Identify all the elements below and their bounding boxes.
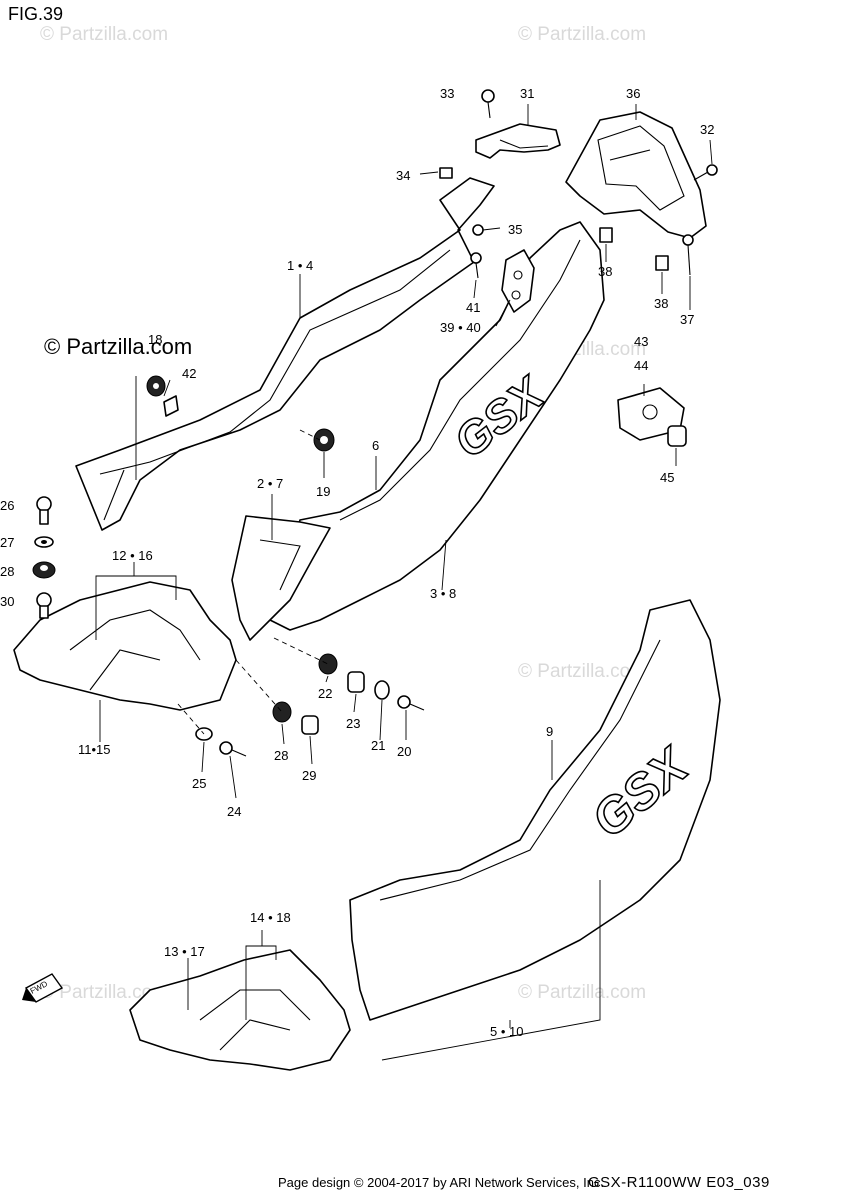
callout-28[interactable]: 28 <box>0 564 14 579</box>
callout-28[interactable]: 28 <box>274 748 288 763</box>
partzilla-logo-watermark: © Partzilla.com <box>44 334 193 359</box>
callout-11-15[interactable]: 11•15 <box>78 742 111 757</box>
callout-5-10[interactable]: 5 • 10 <box>490 1024 523 1039</box>
part-1-4-frame-cover-upper[interactable] <box>75 177 495 531</box>
callout-38[interactable]: 38 <box>598 264 612 279</box>
callout-19[interactable]: 19 <box>316 484 330 499</box>
part-45-collar[interactable] <box>667 425 687 447</box>
callout-14-18[interactable]: 14 • 18 <box>250 910 291 925</box>
callout-45[interactable]: 45 <box>660 470 674 485</box>
callout-24[interactable]: 24 <box>227 804 241 819</box>
callout-18[interactable]: 18 <box>148 332 162 347</box>
callout-37[interactable]: 37 <box>680 312 694 327</box>
callout-39-40[interactable]: 39 • 40 <box>440 320 481 335</box>
part-11-15-under-cover[interactable] <box>13 581 237 711</box>
callout-26[interactable]: 26 <box>0 498 14 513</box>
footer-model-code: GSX-R1100WW E03_039 <box>588 1174 770 1191</box>
callout-38[interactable]: 38 <box>654 296 668 311</box>
callout-32[interactable]: 32 <box>700 122 714 137</box>
callout-31[interactable]: 31 <box>520 86 534 101</box>
watermark-text: © Partzilla.com <box>518 661 646 682</box>
callout-35[interactable]: 35 <box>508 222 522 237</box>
part-36-grab-rail[interactable] <box>565 111 707 239</box>
part-5-10-lower-cover[interactable]: GSX <box>349 599 721 1021</box>
callout-34[interactable]: 34 <box>396 168 410 183</box>
callout-25[interactable]: 25 <box>192 776 206 791</box>
figure-title: FIG.39 <box>8 4 64 24</box>
watermark-text: © Partzilla.com <box>40 24 168 45</box>
watermark-text: © Partzilla.com <box>40 982 168 1003</box>
callout-41[interactable]: 41 <box>466 300 480 315</box>
part-19-grommet[interactable] <box>313 428 335 452</box>
callout-27[interactable]: 27 <box>0 535 14 550</box>
part-44-block[interactable] <box>617 387 685 441</box>
callout-9[interactable]: 9 <box>546 724 553 739</box>
callout-44[interactable]: 44 <box>634 358 648 373</box>
callout-23[interactable]: 23 <box>346 716 360 731</box>
callout-labels: 1 • 4 2 • 7 3 • 8 5 • 10 6 9 11•15 12 • … <box>0 86 714 1039</box>
leader-lines <box>95 104 713 1061</box>
watermark-text: © Partzilla.com <box>518 982 646 1003</box>
callout-43[interactable]: 43 <box>634 334 648 349</box>
callout-42[interactable]: 42 <box>182 366 196 381</box>
fwd-direction-arrow: FWD <box>22 973 64 1003</box>
callout-20[interactable]: 20 <box>397 744 411 759</box>
callout-21[interactable]: 21 <box>371 738 385 753</box>
part-2-7-inner-panel[interactable] <box>231 515 331 641</box>
callout-2-7[interactable]: 2 • 7 <box>257 476 283 491</box>
callout-36[interactable]: 36 <box>626 86 640 101</box>
part-42-clip[interactable] <box>163 395 179 417</box>
watermark-text: © Partzilla.com <box>518 24 646 45</box>
part-39-40-bracket[interactable] <box>501 249 535 313</box>
callout-1-4[interactable]: 1 • 4 <box>287 258 313 273</box>
callout-22[interactable]: 22 <box>318 686 332 701</box>
callout-33[interactable]: 33 <box>440 86 454 101</box>
callout-30[interactable]: 30 <box>0 594 14 609</box>
callout-12-16[interactable]: 12 • 16 <box>112 548 153 563</box>
hardware-bolts <box>32 89 718 757</box>
part-31-tail-cover[interactable] <box>475 123 561 159</box>
callout-3-8[interactable]: 3 • 8 <box>430 586 456 601</box>
part-18-grommet[interactable] <box>146 375 166 397</box>
callout-29[interactable]: 29 <box>302 768 316 783</box>
assembly-dashed-lines <box>177 429 329 735</box>
part-13-17-under-cover-lower[interactable] <box>129 949 351 1071</box>
footer-credit: Page design © 2004-2017 by ARI Network S… <box>278 1175 605 1190</box>
callout-13-17[interactable]: 13 • 17 <box>164 944 205 959</box>
callout-6[interactable]: 6 <box>372 438 379 453</box>
